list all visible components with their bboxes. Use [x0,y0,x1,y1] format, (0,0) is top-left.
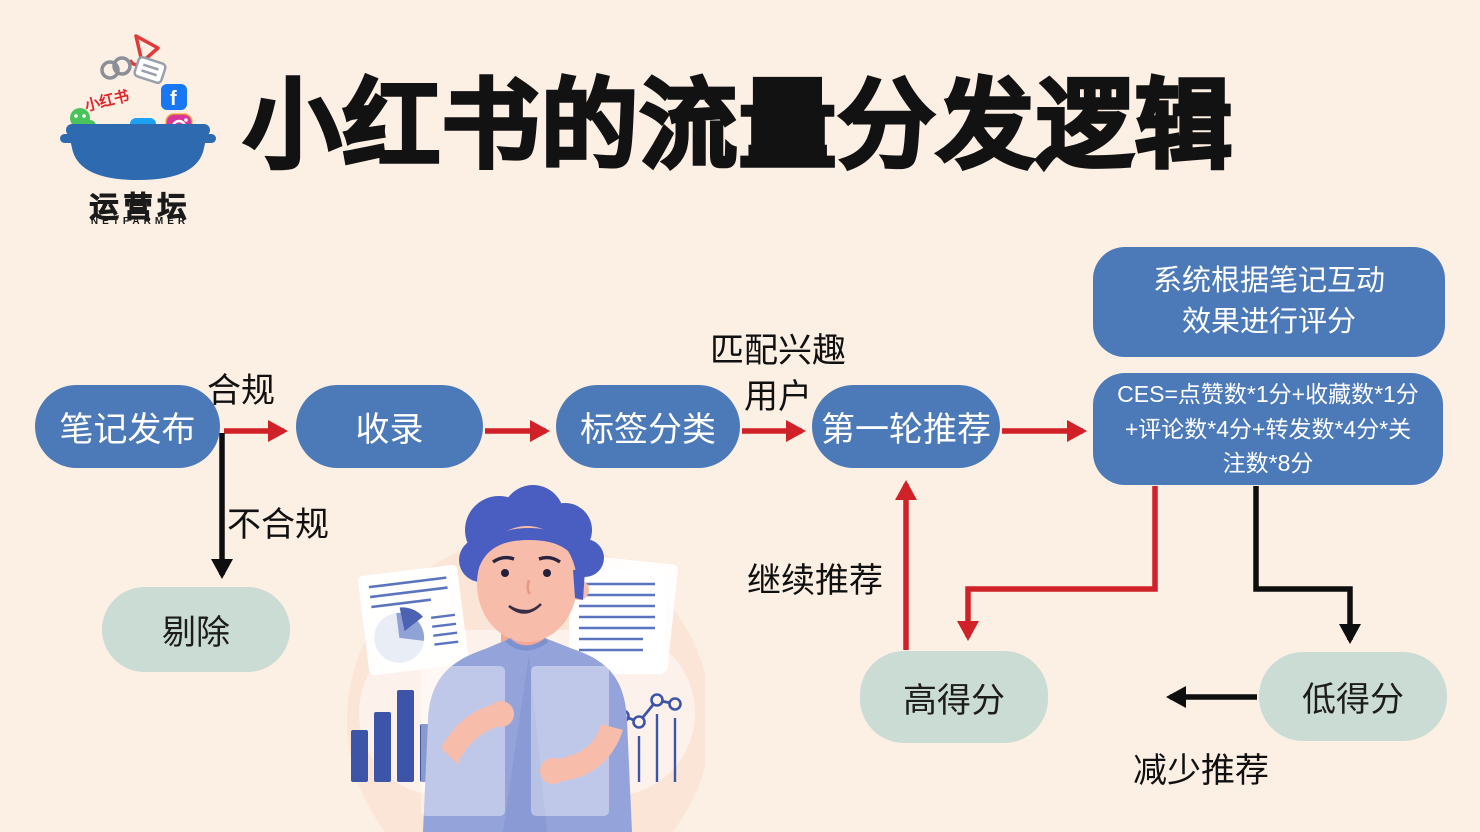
eyebrow-left [492,555,515,564]
node-high-score-label: 高得分 [903,681,1005,720]
svg-text:小红书: 小红书 [83,87,131,115]
node-low-score-label: 低得分 [1302,681,1404,719]
cooking-pot-icon [60,124,216,180]
nose [526,579,532,595]
node-tag-classify: 标签分类 [556,385,740,468]
xiaohongshu-wordmark: 小红书 [83,87,131,115]
label-continue-recommend: 继续推荐 [747,562,883,600]
node-note-publish: 笔记发布 [35,385,220,468]
brand-name: 运营坛 [89,192,192,225]
logo-graphic: 小红书 ♪ f [60,34,216,180]
label-match-interest-users: 匹配兴趣用户 [710,332,846,417]
document-pie-chart-icon [358,564,469,676]
facebook-icon: f [161,84,187,110]
person-figure [421,485,632,832]
node-note-publish-label: 笔记发布 [59,411,196,449]
node-indexed-label: 收录 [355,411,424,449]
edge-ces-high [957,486,1158,641]
svg-text:f: f [170,88,177,110]
node-indexed: 收录 [296,385,483,468]
sideburn [573,570,585,600]
node-first-round-label: 第一轮推荐 [821,411,991,449]
node-high-score: 高得分 [860,651,1048,743]
node-tag-classify-label: 标签分类 [580,411,716,449]
brand-tagline: NETFARMER [90,216,190,227]
node-removed-label: 剔除 [162,614,230,652]
node-system-score-label: 系统根据笔记互动效果进行评分 [1152,264,1385,338]
collar [505,637,549,651]
node-system-score: 系统根据笔记互动效果进行评分 [1093,247,1445,357]
edge-ces-low [1253,486,1361,644]
hand-right [540,758,566,784]
smile [508,603,542,614]
page-title: 小红书的流量分发逻辑 [242,69,1234,182]
hand-left [488,701,514,727]
arm-right [549,724,623,782]
document-lines-icon [569,555,678,674]
node-ces-formula: CES=点赞数*1分+收藏数*1分+评论数*4分+转发数*4分*关注数*8分 [1093,373,1443,485]
label-reduce-recommend: 减少推荐 [1133,752,1269,790]
link-icon [100,56,132,80]
label-compliant: 合规 [207,372,275,410]
node-removed: 剔除 [102,587,290,672]
node-first-round: 第一轮推荐 [812,385,1000,468]
label-non-compliant: 不合规 [227,506,329,544]
eye-right [543,569,551,577]
node-ces-formula-label: CES=点赞数*1分+收藏数*1分+评论数*4分+转发数*4分*关注数*8分 [1117,381,1419,477]
person-analytics-illustration [347,485,705,832]
netfarmer-logo: 小红书 ♪ f [58,8,218,233]
eyebrow-right [538,555,561,564]
memo-icon [133,55,167,85]
node-low-score: 低得分 [1259,652,1447,741]
eye-left [501,569,509,577]
